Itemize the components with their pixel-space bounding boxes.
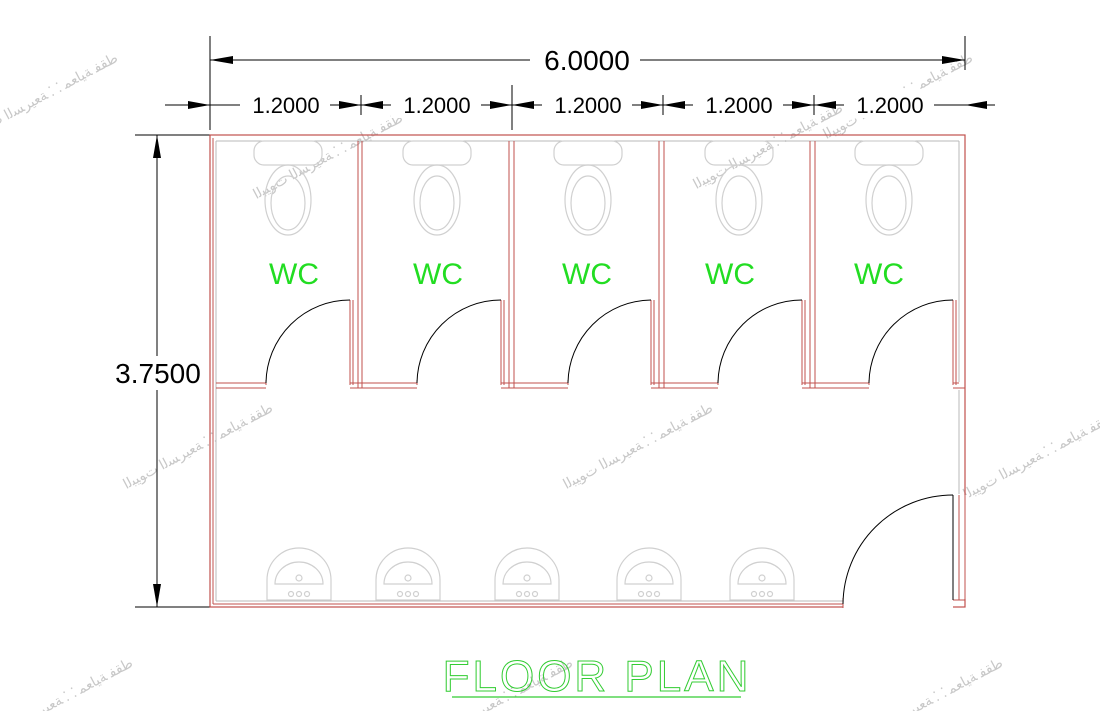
dimension-arrow-icon <box>339 101 361 109</box>
segment-dimension-label: 1.2000 <box>856 93 923 118</box>
washbasin-icon <box>266 547 332 601</box>
watermark-text: ﻃﻘﻔ ﺔﻴﺎﻌﻤ ⸬ ﺔﻌﻴﺮﺴﻟﺍ ﺕﻮﻴﺒﻟﺍ <box>960 409 1100 502</box>
dimension-arrow-icon <box>792 101 814 109</box>
toilet-icon <box>854 140 924 236</box>
watermark-text: ﻃﻘﻔ ﺔﻴﺎﻌﻤ ⸬ ﺔﻌﻴﺮﺴﻟﺍ ﺕﻮﻴﺒﻟﺍ <box>120 399 276 492</box>
walls <box>209 134 969 610</box>
segment-dimension-label: 1.2000 <box>705 93 772 118</box>
washbasin-icon <box>616 547 682 601</box>
washbasin-icon <box>375 547 441 601</box>
drawing-title-text: FLOOR PLAN <box>443 652 752 701</box>
washbasin-icon <box>729 547 795 601</box>
segment-dimension-label: 1.2000 <box>252 93 319 118</box>
dimension-arrow-icon <box>965 101 987 109</box>
drawing-title: FLOOR PLAN <box>442 652 752 702</box>
dimension-arrow-icon <box>512 101 534 109</box>
watermark-text: ﻃﻘﻔ ﺔﻴﺎﻌﻤ ⸬ ﺔﻌﻴﺮﺴﻟﺍ ﺕﻮﻴﺒﻟﺍ <box>0 49 121 142</box>
dimension-arrow-icon <box>641 101 663 109</box>
dimension-arrow-icon <box>188 101 210 109</box>
dimension-arrow-icon <box>210 56 233 64</box>
dimension-arrow-icon <box>663 101 685 109</box>
door-swing-icon <box>265 299 354 385</box>
dimension-arrow-icon <box>490 101 512 109</box>
dimension-arrow-icon <box>153 584 161 607</box>
segment-dimension-label: 1.2000 <box>554 93 621 118</box>
outer-wall <box>209 134 966 608</box>
dimension-arrow-icon <box>361 101 383 109</box>
toilet-icon <box>253 140 323 236</box>
watermark-text: ﻃﻘﻔ ﺔﻴﺎﻌﻤ ⸬ ﺔﻌﻴﺮﺴﻟﺍ ﺕﻮﻴﺒﻟﺍ <box>0 654 136 711</box>
watermark-text: ﻃﻘﻔ ﺔﻴﺎﻌﻤ ⸬ ﺔﻌﻴﺮﺴﻟﺍ ﺕﻮﻴﺒﻟﺍ <box>850 654 1006 711</box>
room-label: WC <box>705 258 755 291</box>
room-label: WC <box>413 258 463 291</box>
door-swing-icon <box>717 299 806 385</box>
door-swing-icon <box>567 299 655 385</box>
stall-doors <box>265 299 957 605</box>
room-label: WC <box>854 258 904 291</box>
overall-width-dimension: 6.0000 <box>209 36 966 130</box>
toilet-icon <box>402 140 472 236</box>
dimension-arrow-icon <box>942 56 965 64</box>
dimension-arrow-icon <box>814 101 836 109</box>
depth-label: 3.7500 <box>115 358 201 389</box>
door-swing-icon <box>416 299 505 385</box>
watermark-text: ﻃﻘﻔ ﺔﻴﺎﻌﻤ ⸬ ﺔﻌﻴﺮﺴﻟﺍ ﺕﻮﻴﺒﻟﺍ <box>560 399 716 492</box>
toilet-icon <box>553 140 623 236</box>
room-labels: WC WC WC WC WC <box>269 258 904 291</box>
entry-door-swing-icon <box>842 494 954 605</box>
washbasins <box>266 547 795 601</box>
segment-dimension-label: 1.2000 <box>403 93 470 118</box>
overall-width-label: 6.0000 <box>544 45 630 76</box>
depth-dimension: 3.7500 <box>108 134 210 608</box>
door-swing-icon <box>868 299 957 385</box>
room-label: WC <box>269 258 319 291</box>
toilet-icon <box>704 140 774 236</box>
toilets <box>253 140 924 236</box>
room-label: WC <box>562 258 612 291</box>
dimension-arrow-icon <box>153 135 161 158</box>
washbasin-icon <box>494 547 560 601</box>
segment-dimensions: 1.2000 1.2000 1.2000 1.2000 1.2000 <box>165 85 995 130</box>
